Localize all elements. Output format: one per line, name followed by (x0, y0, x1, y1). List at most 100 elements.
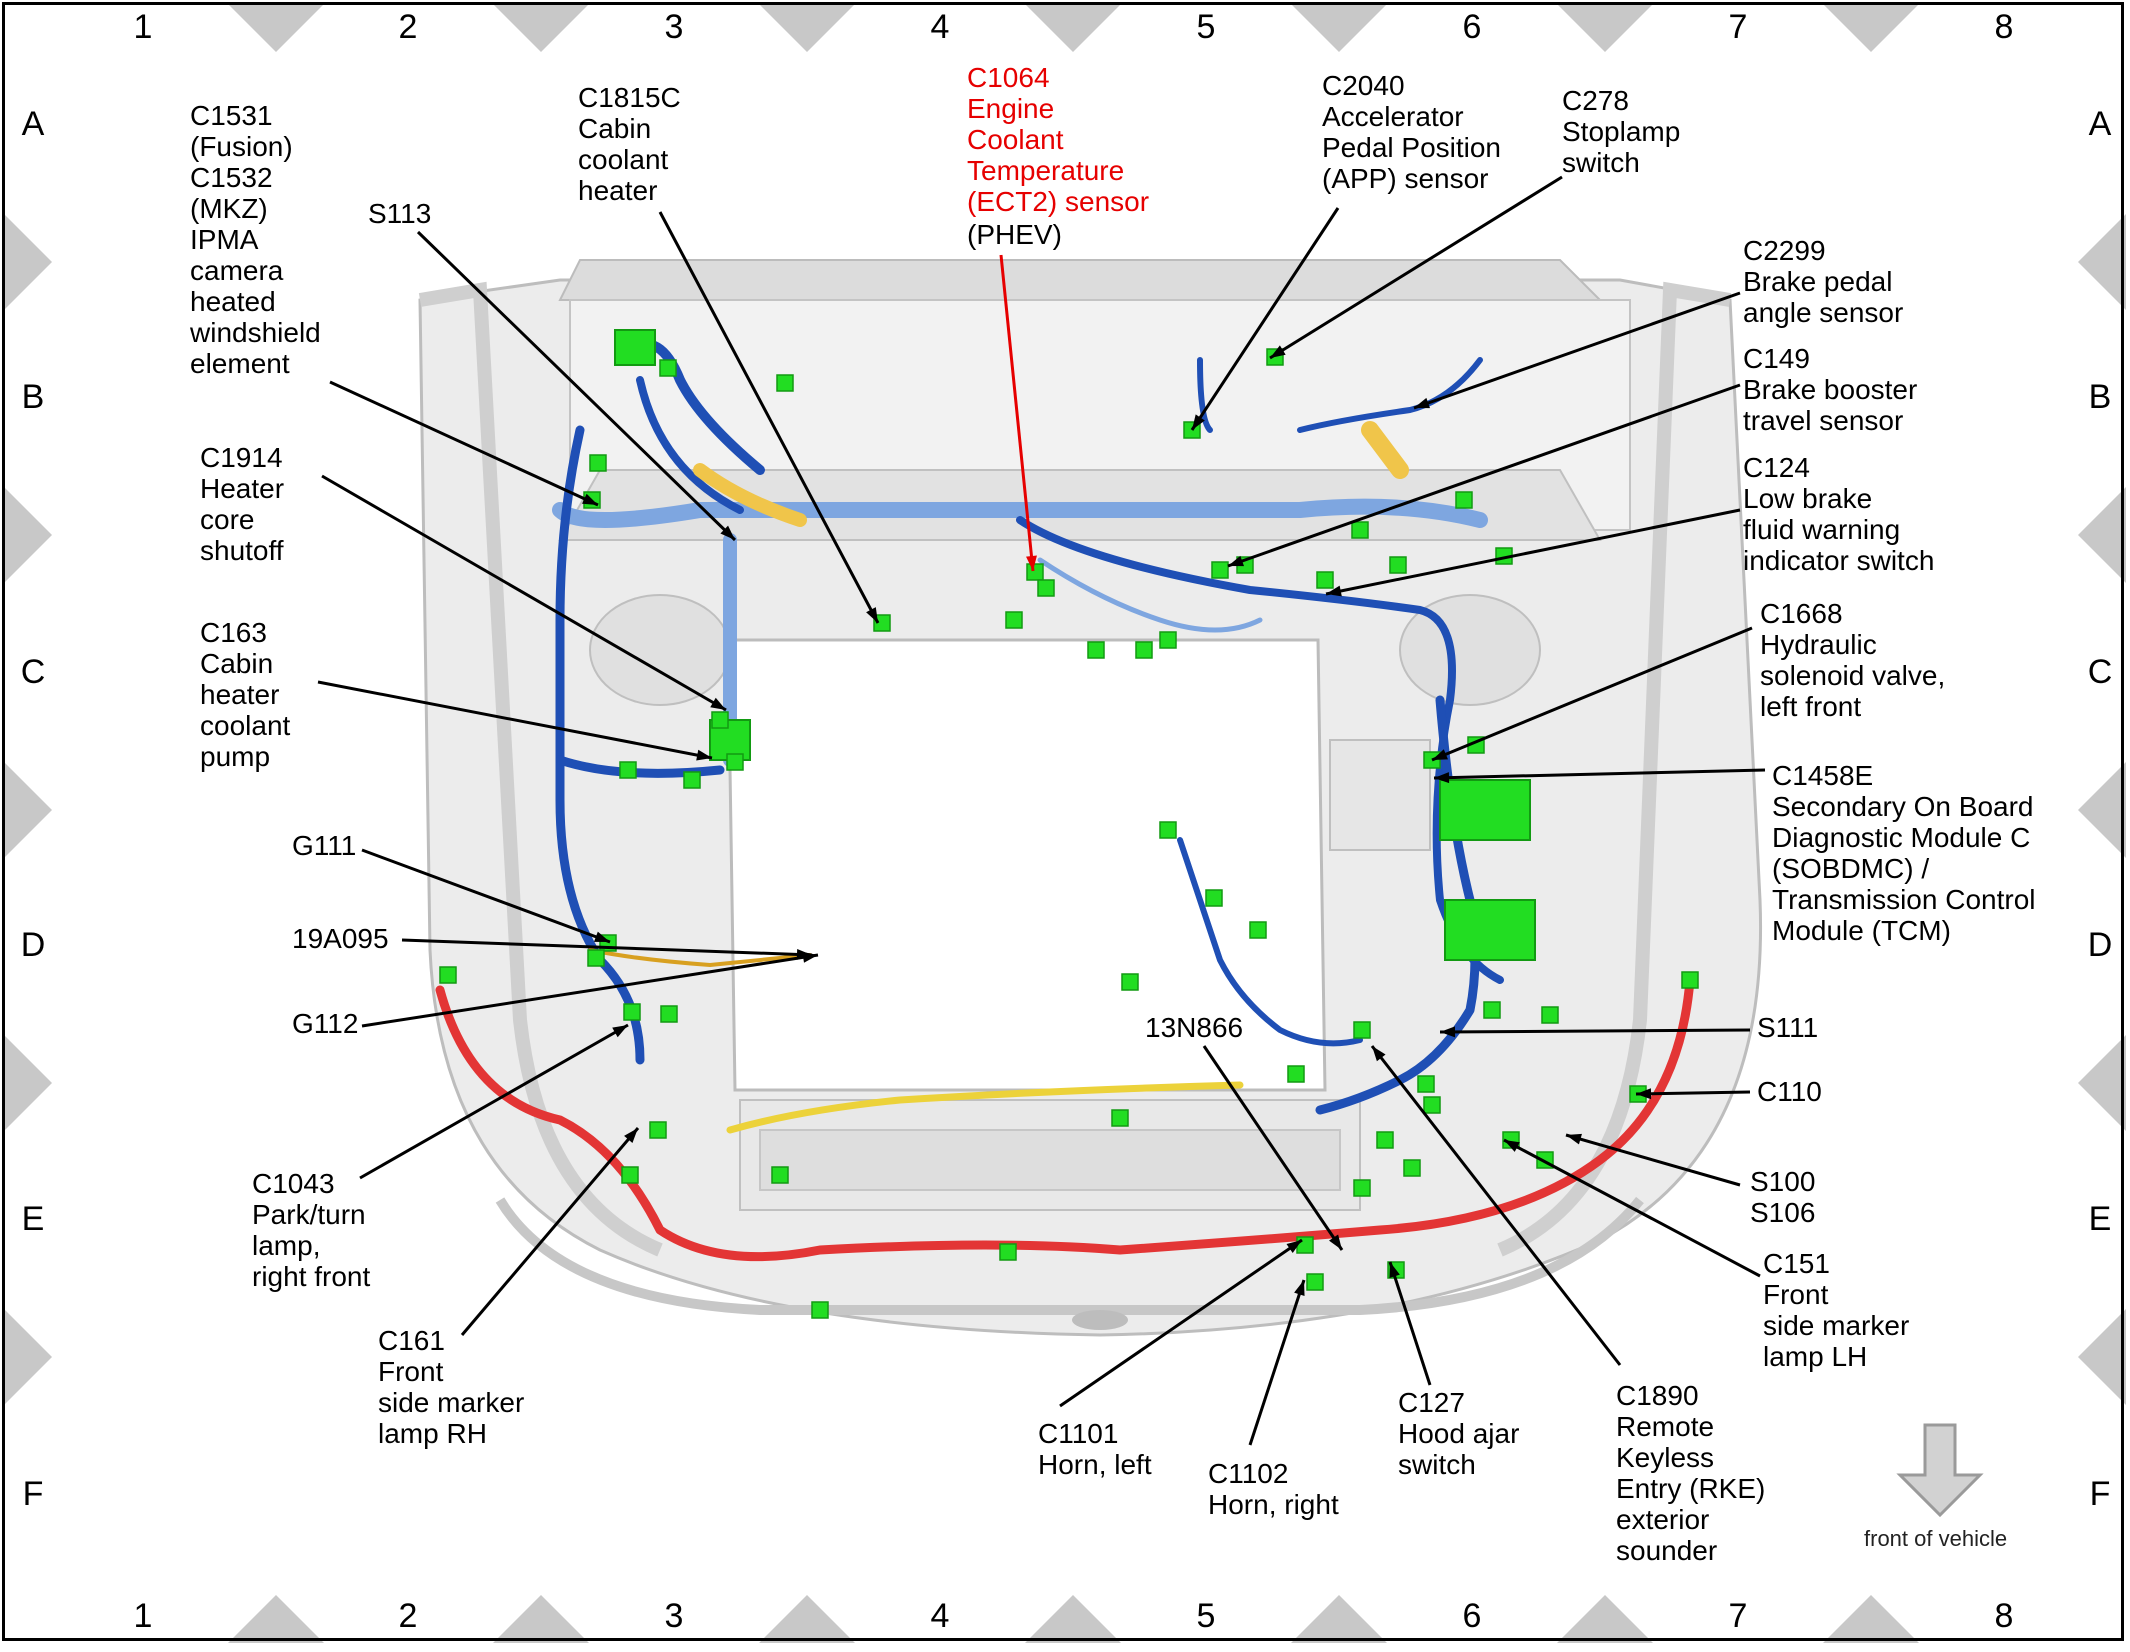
arrowhead-c2299 (1414, 397, 1430, 409)
grid-marker-right-5 (2078, 1309, 2126, 1405)
arrowhead-g112 (802, 951, 818, 963)
grid-marker-top-1 (228, 4, 324, 52)
column-label-top-1: 1 (133, 8, 153, 46)
grid-marker-bottom-2 (493, 1595, 589, 1643)
grid-marker-top-3 (759, 4, 855, 52)
leader-line-c1102 (1248, 1279, 1306, 1446)
arrowhead-g111 (594, 931, 610, 942)
column-label-bottom-2: 2 (398, 1597, 418, 1635)
connector-marker (683, 771, 701, 789)
leader-line-s113 (416, 230, 737, 542)
connector-marker (589, 454, 607, 472)
connector-marker (726, 753, 744, 771)
column-label-bottom-5: 5 (1196, 1597, 1216, 1635)
callout-c1914-heater-core-shutoff: C1914 Heater core shutoff (200, 442, 285, 566)
row-label-right-A: A (2088, 105, 2112, 143)
connector-marker (439, 966, 457, 984)
harness-cowl-blue (636, 376, 1504, 984)
connector-marker (1541, 1006, 1559, 1024)
arrowhead-c149 (1228, 555, 1244, 567)
leader-line-c278 (1269, 175, 1563, 360)
connector-marker (1417, 1075, 1435, 1093)
leader-line-c2040 (1190, 207, 1340, 431)
connector-marker (1316, 571, 1334, 589)
grid-marker-bottom-5 (1291, 1595, 1387, 1643)
grid-marker-bottom-7 (1823, 1595, 1919, 1643)
callout-13n866: 13N866 (1145, 1012, 1244, 1043)
leader-line-c110 (1635, 1090, 1751, 1096)
leader-line-c127 (1388, 1261, 1432, 1386)
callout-c1890-rke-sounder: C1890 Remote Keyless Entry (RKE) exterio… (1616, 1380, 1766, 1566)
callout-s111: S111 (1757, 1012, 1819, 1043)
callout-c2299-brake-pedal-angle: C2299 Brake pedal angle sensor (1743, 235, 1904, 328)
harness-cowl-main (552, 498, 1488, 528)
grid-marker-right-2 (2078, 487, 2126, 583)
arrowhead-c1102 (1294, 1280, 1305, 1296)
connector-marker (1287, 1065, 1305, 1083)
grid-marker-bottom-1 (228, 1595, 324, 1643)
connector-marker (1121, 973, 1139, 991)
callout-c1815c-cabin-coolant-heater: C1815C Cabin coolant heater (578, 82, 681, 206)
connector-marker (1403, 1159, 1421, 1177)
grid-marker-top-6 (1557, 4, 1653, 52)
connector-marker (623, 1003, 641, 1021)
connector-markers (439, 348, 1699, 1319)
column-label-top-5: 5 (1196, 8, 1216, 46)
callout-c110: C110 (1757, 1076, 1822, 1107)
sobdmc-module (1439, 779, 1531, 841)
callout-c149-brake-booster-travel: C149 Brake booster travel sensor (1743, 343, 1918, 436)
grid-marker-right-4 (2078, 1035, 2126, 1131)
connector-marker (1135, 641, 1153, 659)
row-label-right-D: D (2087, 926, 2113, 964)
arrowhead-c1668 (1432, 749, 1448, 760)
row-label-left-A: A (21, 105, 45, 143)
row-label-left-E: E (21, 1200, 45, 1238)
callout-c1043-park-turn-lamp: C1043 Park/turn lamp, right front (252, 1168, 371, 1292)
leader-line-c1101 (1059, 1238, 1303, 1408)
leader-line-c1531 (329, 380, 599, 507)
arrowhead-c1815c (866, 607, 878, 623)
leader-line-13n866 (1202, 1045, 1344, 1251)
arrowhead-c1101 (1286, 1240, 1302, 1254)
callout-c1668-hydraulic-solenoid: C1668 Hydraulic solenoid valve, left fro… (1760, 598, 1946, 722)
grid-marker-right-3 (2078, 762, 2126, 858)
connector-marker (1455, 491, 1473, 509)
leader-line-c149 (1227, 383, 1741, 568)
harness-bulkhead (1037, 557, 1263, 633)
vehicle-body (418, 259, 1763, 1337)
harness-right-side (555, 425, 645, 1065)
grid-marker-left-1 (4, 214, 52, 310)
connector-marker (619, 761, 637, 779)
callout-c127-hood-ajar-switch: C127 Hood ajar switch (1398, 1387, 1520, 1480)
grid-border-markers (4, 4, 2126, 1643)
leader-line-g111 (361, 848, 611, 944)
connector-marker (1306, 1273, 1324, 1291)
connector-marker (771, 1166, 789, 1184)
column-label-bottom-8: 8 (1994, 1597, 2014, 1635)
row-label-right-E: E (2088, 1200, 2112, 1238)
harness-front-yellow (726, 1081, 1244, 1134)
grid-marker-bottom-4 (1025, 1595, 1121, 1643)
connector-marker (1681, 971, 1699, 989)
row-label-left-B: B (21, 378, 45, 416)
harness-yellow-cowl (693, 463, 807, 527)
arrowhead-s111 (1440, 1026, 1456, 1038)
callout-c2040-app-sensor: C2040 Accelerator Pedal Position (APP) s… (1322, 70, 1502, 194)
leader-line-c2299 (1413, 291, 1741, 410)
connector-marker (587, 949, 605, 967)
column-label-bottom-1: 1 (133, 1597, 153, 1635)
arrowhead-c1914 (710, 697, 726, 710)
callout-s100-s106: S100 S106 (1750, 1166, 1816, 1228)
connector-marker (1353, 1021, 1371, 1039)
callout-c1531-ipma-camera: C1531 (Fusion) C1532 (MKZ) IPMA camera h… (190, 100, 321, 379)
callout-c1102-horn-right: C1102 Horn, right (1208, 1458, 1339, 1520)
arrowhead-c2040 (1192, 414, 1205, 430)
connector-marker (1205, 889, 1223, 907)
connector-marker (1087, 641, 1105, 659)
connector-marker (1159, 821, 1177, 839)
leader-line-s100 (1565, 1133, 1741, 1187)
column-label-top-4: 4 (930, 8, 950, 46)
callout-c1101-horn-left: C1101 Horn, left (1038, 1418, 1152, 1480)
